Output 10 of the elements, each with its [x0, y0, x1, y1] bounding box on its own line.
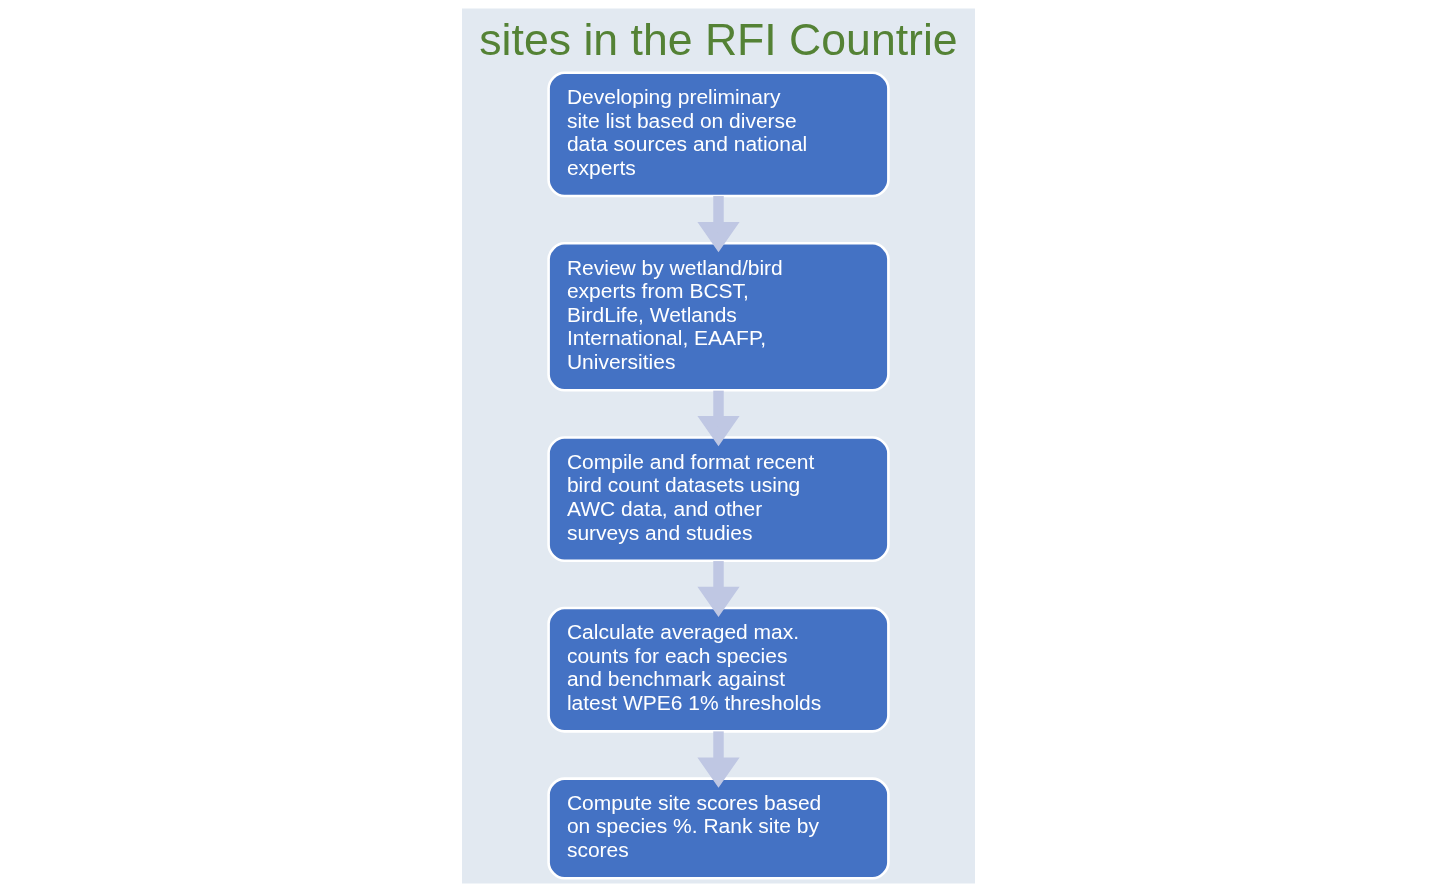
- arrow: [696, 196, 740, 253]
- node-box: Compute site scores based on species %. Rank site by scores: [546, 777, 890, 880]
- arrow: [696, 390, 740, 447]
- node-box: Developing preliminary site list based on diverse data sources and national experts: [546, 71, 890, 198]
- diagram-title: sites in the RFI Countrie: [478, 14, 958, 64]
- node-box: Review by wetland/bird experts from BCST, BirdLife, Wetlands International, EAAFP, Universities: [546, 242, 890, 392]
- node-box: Compile and format recent bird count datasets using AWC data, and other surveys and studies: [546, 436, 890, 563]
- arrow: [696, 731, 740, 788]
- node-box: Calculate averaged max. counts for each species and benchmark against latest WPE6 1% thresholds: [546, 606, 890, 733]
- arrow: [696, 561, 740, 617]
